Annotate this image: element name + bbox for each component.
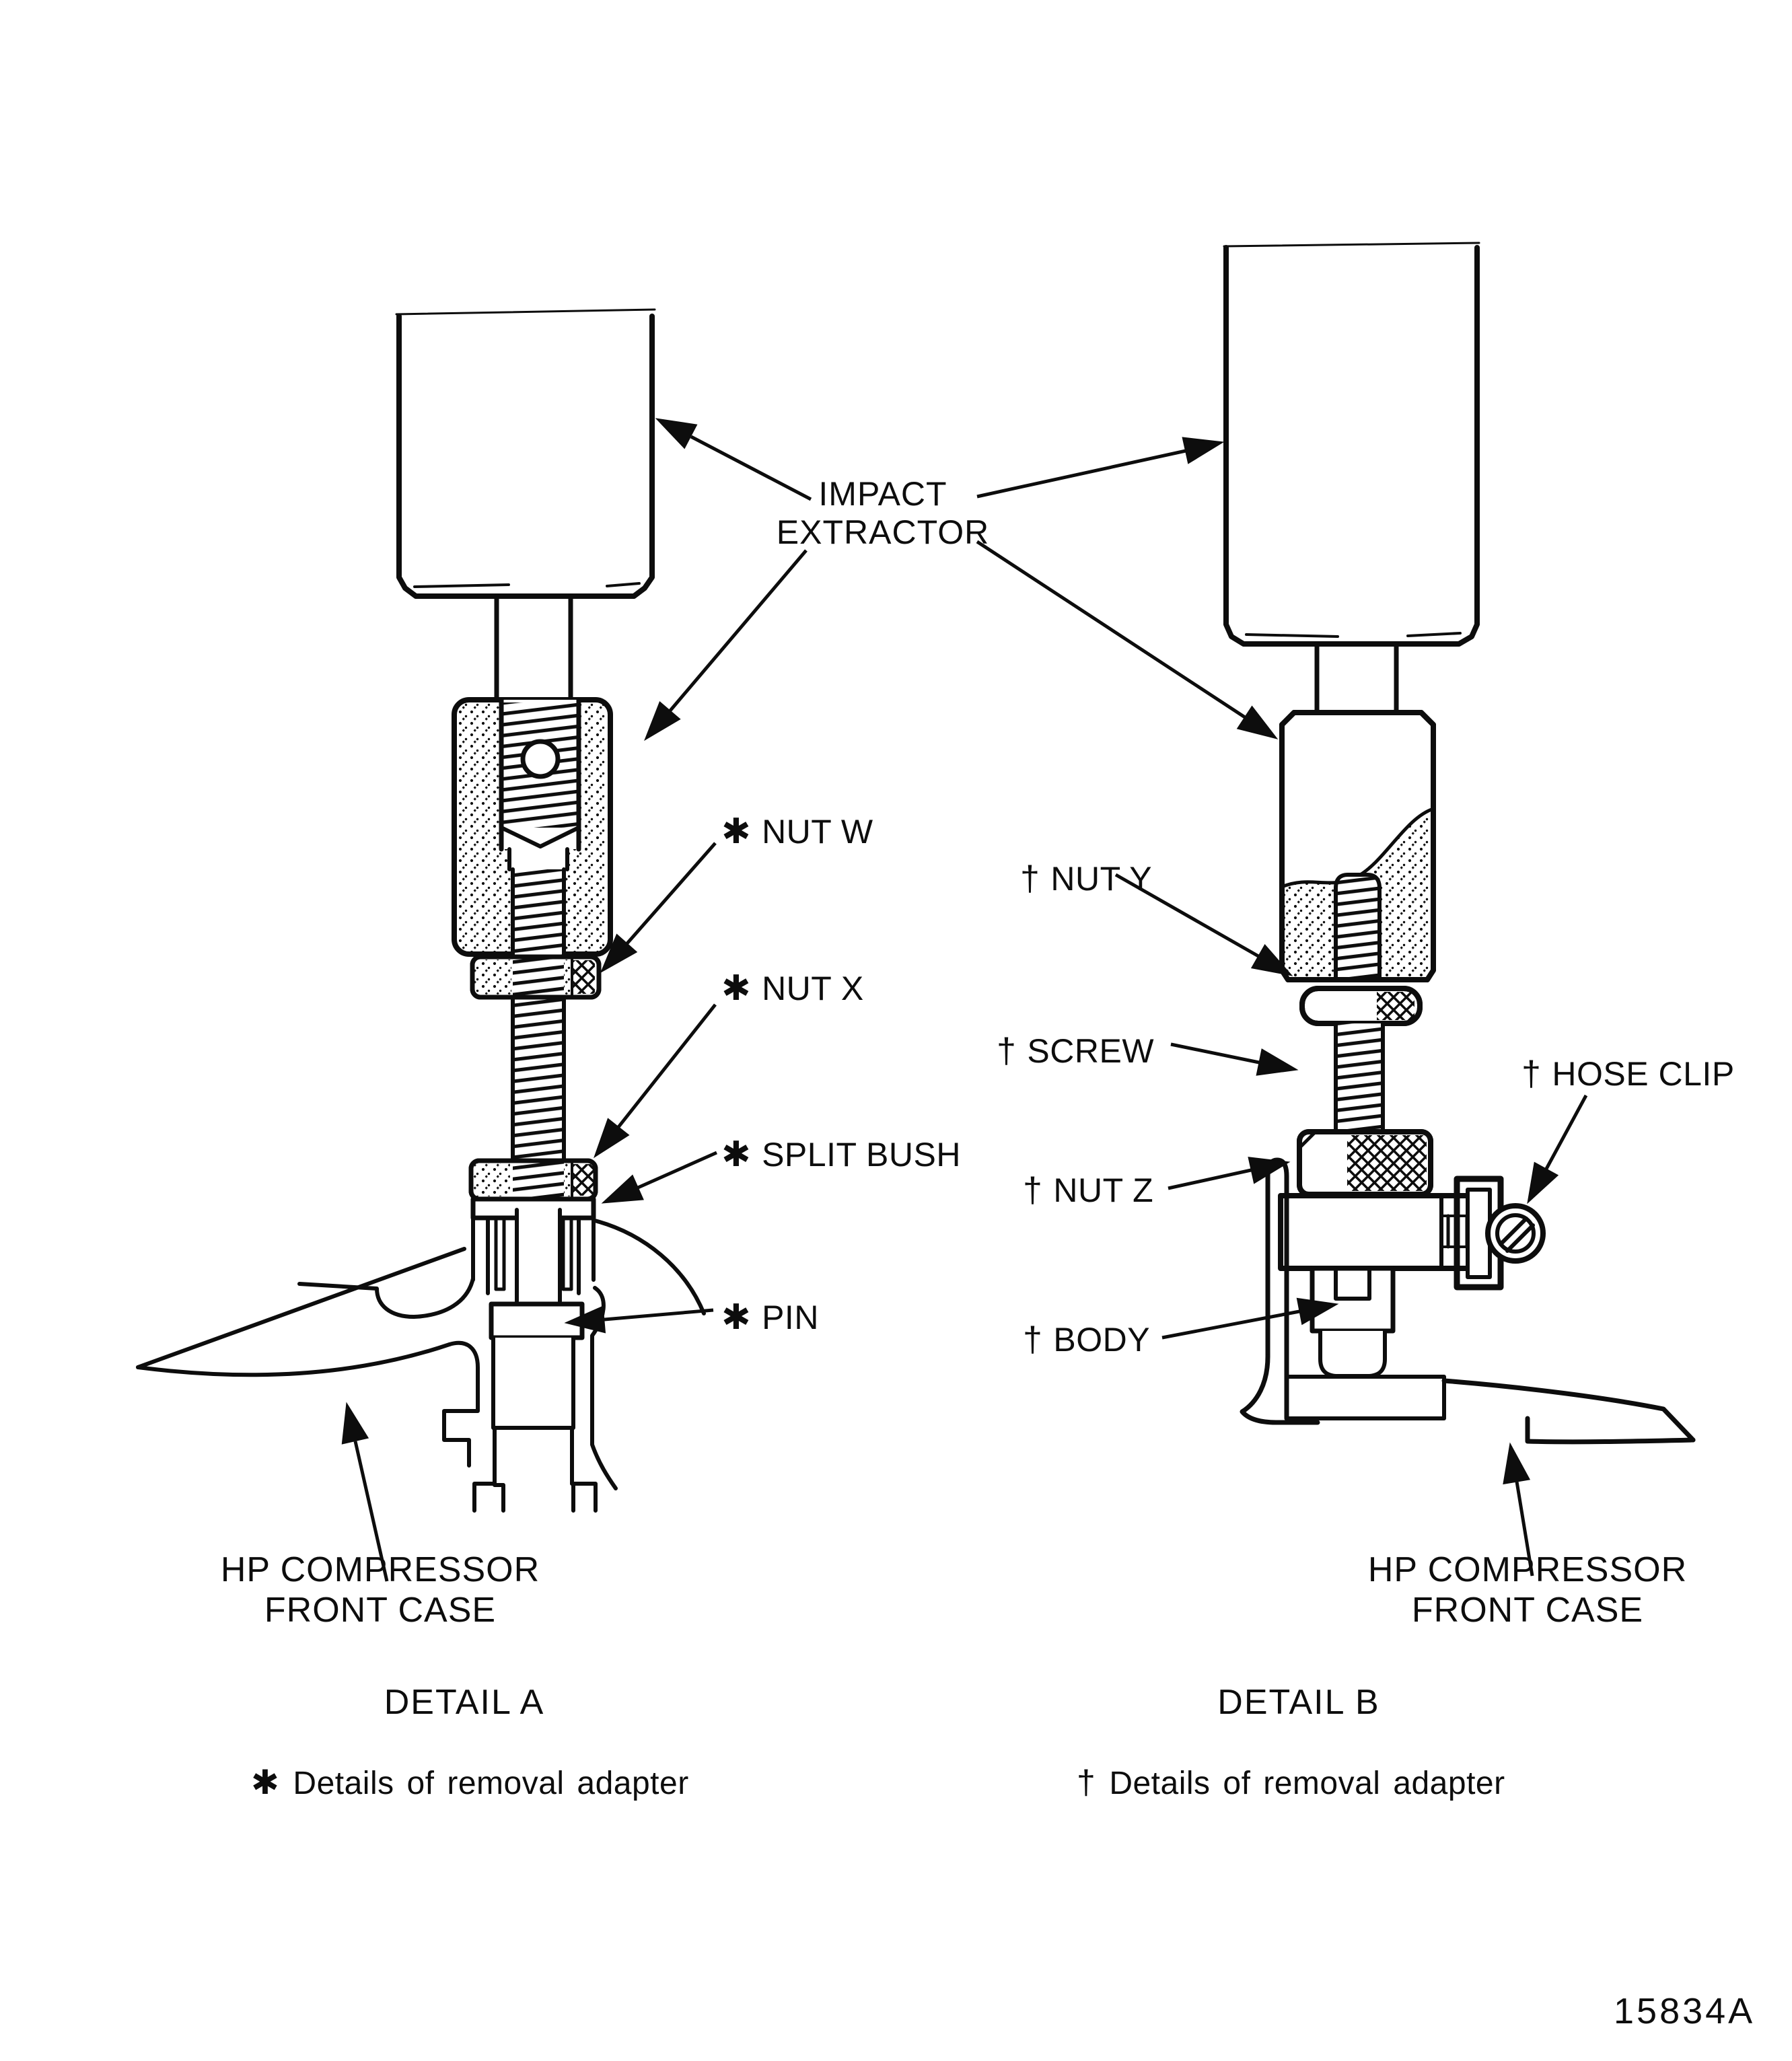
cross-hole [520, 739, 561, 779]
threaded-rod-a [511, 867, 566, 1212]
footnote-a-text: Details of removal adapter [293, 1766, 689, 1801]
nut-w-part [470, 954, 602, 1000]
caption-detail-b: DETAIL B [1217, 1683, 1380, 1722]
leader-nut-z [1168, 1157, 1291, 1190]
asterisk-symbol: ✱ [721, 969, 752, 1008]
part-name-nut-w: NUT W [762, 813, 873, 851]
footnote-b: † Details of removal adapter [1077, 1763, 1505, 1802]
part-name-hose-clip: HOSE CLIP [1552, 1055, 1735, 1093]
nut-y-part [1299, 986, 1423, 1026]
label-body: † BODY [1023, 1319, 1150, 1360]
dagger-symbol: † [1023, 1171, 1043, 1210]
leader-impact-extractor-lower-left [644, 549, 808, 742]
label-pin: ✱ PIN [721, 1297, 819, 1338]
label-hose-clip: † HOSE CLIP [1521, 1054, 1735, 1094]
part-name-screw: SCREW [1027, 1032, 1155, 1070]
nut-x-part [468, 1158, 598, 1202]
part-name-body: BODY [1053, 1321, 1151, 1359]
detail-a-drawing [136, 308, 706, 1513]
asterisk-symbol: ✱ [721, 1135, 752, 1174]
figure-number: 15834A [1614, 1991, 1756, 2031]
adapter-body-part [1278, 1193, 1481, 1271]
asterisk-symbol: ✱ [251, 1764, 280, 1801]
part-name-nut-x: NUT X [762, 970, 864, 1007]
impact-extractor-label: IMPACT EXTRACTOR [777, 475, 989, 552]
dagger-symbol: † [1077, 1764, 1096, 1801]
leader-nut-y [1114, 873, 1293, 976]
leader-screw [1170, 1042, 1299, 1076]
part-name-nut-y: NUT Y [1050, 860, 1153, 898]
leader-impact-extractor-upper-right [976, 437, 1225, 499]
case-label-b-line1: HP COMPRESSOR [1367, 1550, 1688, 1589]
leader-split-bush [601, 1151, 718, 1204]
dagger-symbol: † [997, 1032, 1017, 1071]
split-bush-part [470, 1196, 596, 1303]
impact-extractor-cylinder-a [395, 308, 656, 702]
screw-part [1334, 1021, 1385, 1134]
label-nut-z: † NUT Z [1023, 1170, 1153, 1210]
hose-clip-part [1454, 1176, 1546, 1291]
adapter-pin-b [1310, 1266, 1396, 1378]
leader-impact-extractor-upper-left [655, 418, 812, 501]
leader-impact-extractor-lower-right [976, 540, 1279, 739]
extractor-knurled-nut-a [452, 697, 613, 957]
pin-part [472, 1301, 598, 1513]
leader-hose-clip [1527, 1094, 1588, 1204]
case-label-b-line2: FRONT CASE [1411, 1591, 1644, 1630]
asterisk-symbol: ✱ [721, 812, 752, 851]
leader-case-a [341, 1402, 389, 1582]
case-label-b: HP COMPRESSOR FRONT CASE [1368, 1550, 1687, 1630]
impact-extractor-label-line2: EXTRACTOR [776, 513, 990, 551]
footnote-b-text: Details of removal adapter [1109, 1766, 1505, 1801]
footnote-a: ✱ Details of removal adapter [251, 1763, 689, 1802]
dagger-symbol: † [1023, 1320, 1043, 1359]
caption-detail-a: DETAIL A [384, 1683, 545, 1722]
label-nut-w: ✱ NUT W [721, 811, 873, 852]
label-nut-y: † NUT Y [1020, 859, 1152, 899]
label-split-bush: ✱ SPLIT BUSH [721, 1134, 961, 1175]
label-nut-x: ✱ NUT X [721, 968, 864, 1009]
part-name-pin: PIN [762, 1299, 819, 1336]
asterisk-symbol: ✱ [721, 1298, 752, 1337]
leader-body [1161, 1297, 1339, 1340]
compressor-case-a [136, 1219, 706, 1490]
nut-z-part [1297, 1129, 1433, 1197]
dagger-symbol: † [1020, 859, 1040, 898]
leader-pin [564, 1305, 714, 1334]
leader-nut-x [594, 1003, 717, 1159]
dagger-symbol: † [1521, 1054, 1542, 1093]
case-label-a: HP COMPRESSOR FRONT CASE [221, 1550, 540, 1630]
leader-case-b [1503, 1442, 1534, 1577]
part-name-nut-z: NUT Z [1053, 1171, 1154, 1209]
impact-extractor-cylinder-b [1223, 242, 1480, 715]
leader-nut-w [600, 842, 717, 974]
impact-extractor-label-line1: IMPACT [818, 475, 947, 513]
label-screw: † SCREW [997, 1031, 1154, 1071]
extractor-body-b [1279, 710, 1436, 982]
leader-arrows [341, 418, 1588, 1582]
detail-b-drawing [1223, 242, 1696, 1445]
case-label-a-line2: FRONT CASE [264, 1591, 497, 1630]
case-label-a-line1: HP COMPRESSOR [220, 1550, 540, 1589]
part-name-split-bush: SPLIT BUSH [762, 1136, 961, 1173]
